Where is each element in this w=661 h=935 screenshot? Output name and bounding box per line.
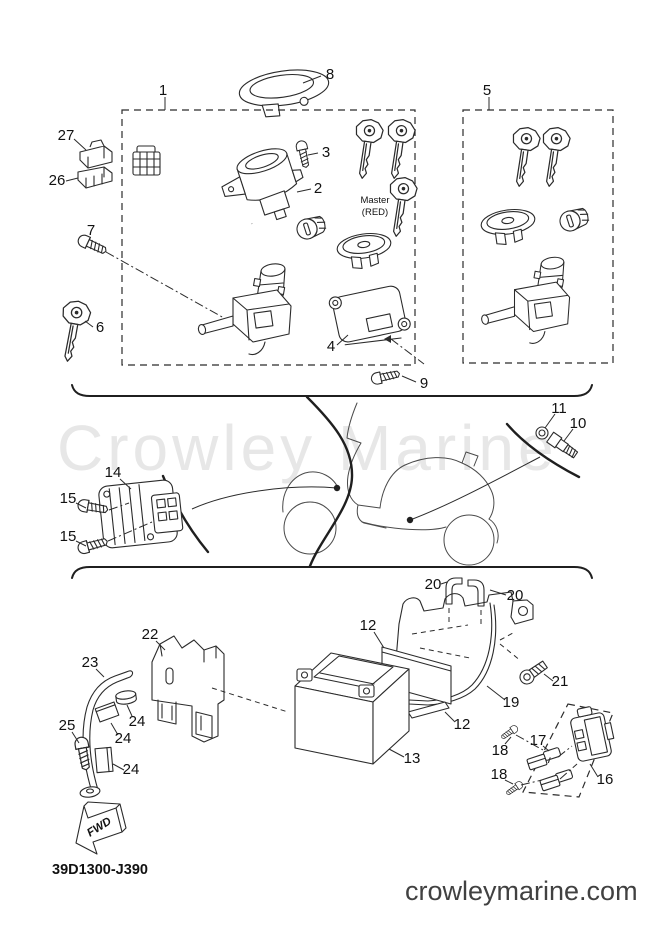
callout-19[interactable]: 19 bbox=[503, 694, 520, 711]
part-21-drawing bbox=[519, 660, 548, 685]
callout-5[interactable]: 5 bbox=[483, 82, 491, 99]
footer-brand-link[interactable]: crowleymarine.com bbox=[405, 876, 638, 906]
part-6-drawing bbox=[53, 298, 93, 365]
callout-9[interactable]: 9 bbox=[420, 375, 428, 392]
part-27-drawing bbox=[79, 139, 113, 169]
part-16-drawing bbox=[570, 706, 615, 762]
steering-lock bbox=[480, 255, 571, 344]
location-dots bbox=[191, 456, 541, 524]
part-10-drawing bbox=[546, 431, 579, 459]
lock-cylinder bbox=[293, 213, 329, 243]
watermark-text: Crowley Marine bbox=[57, 412, 558, 484]
steering-lock bbox=[196, 261, 292, 356]
relay-assembly-box bbox=[522, 703, 614, 798]
callout-15[interactable]: 15 bbox=[60, 490, 77, 507]
callout-18[interactable]: 18 bbox=[492, 742, 509, 759]
master-key bbox=[382, 175, 419, 239]
callout-10[interactable]: 10 bbox=[570, 415, 587, 432]
part-23-drawing bbox=[79, 670, 134, 798]
pointer-arrow-icon bbox=[384, 335, 391, 343]
part-11-drawing bbox=[535, 426, 549, 440]
callout-7[interactable]: 7 bbox=[87, 222, 95, 239]
callout-23[interactable]: 23 bbox=[82, 654, 99, 671]
frame-pointer-curve bbox=[305, 395, 354, 568]
lock-cap bbox=[335, 229, 395, 273]
callout-21[interactable]: 21 bbox=[552, 673, 569, 690]
part-24-drawing bbox=[115, 690, 137, 705]
part-9-drawing bbox=[369, 367, 402, 386]
part-8-drawing bbox=[238, 69, 330, 118]
diagram-code: 39D1300-J390 bbox=[52, 862, 148, 878]
scooter-outline bbox=[282, 402, 499, 566]
callout-20[interactable]: 20 bbox=[507, 587, 524, 604]
callout-14[interactable]: 14 bbox=[105, 464, 122, 481]
part-4-drawing bbox=[328, 285, 411, 346]
callout-22[interactable]: 22 bbox=[142, 626, 159, 643]
lock-cap bbox=[479, 205, 539, 249]
callout-24[interactable]: 24 bbox=[115, 730, 132, 747]
callout-27[interactable]: 27 bbox=[58, 127, 75, 144]
part-17-drawing bbox=[526, 747, 574, 792]
master-key-note-line1: Master bbox=[360, 195, 389, 206]
part-24-drawing bbox=[94, 701, 120, 723]
fwd-arrow-icon: FWD bbox=[75, 801, 127, 855]
callout-20[interactable]: 20 bbox=[425, 576, 442, 593]
callout-15[interactable]: 15 bbox=[60, 528, 77, 545]
part-14-drawing bbox=[98, 479, 184, 549]
upper-group-brace bbox=[71, 384, 593, 397]
callout-13[interactable]: 13 bbox=[404, 750, 421, 767]
part-26-drawing bbox=[77, 166, 113, 189]
spare-key bbox=[505, 125, 542, 189]
ignition-key bbox=[380, 117, 417, 181]
part-24-drawing bbox=[94, 746, 114, 774]
callout-3[interactable]: 3 bbox=[322, 144, 330, 161]
part-20-drawing bbox=[445, 577, 485, 628]
callout-24[interactable]: 24 bbox=[129, 713, 146, 730]
assembly-box-1 bbox=[121, 109, 416, 366]
callout-12[interactable]: 12 bbox=[454, 716, 471, 733]
callout-8[interactable]: 8 bbox=[326, 66, 334, 83]
part-3-drawing bbox=[294, 139, 312, 169]
callout-17[interactable]: 17 bbox=[530, 732, 547, 749]
callout-18[interactable]: 18 bbox=[491, 766, 508, 783]
lock-cylinder bbox=[556, 205, 592, 235]
master-key-note-line2: (RED) bbox=[362, 207, 388, 218]
callout-6[interactable]: 6 bbox=[96, 319, 104, 336]
callout-25[interactable]: 25 bbox=[59, 717, 76, 734]
part-2-drawing bbox=[132, 145, 304, 272]
right-pointer-curve bbox=[505, 422, 581, 479]
spare-key bbox=[535, 125, 572, 189]
ignition-key bbox=[348, 117, 385, 181]
callout-24[interactable]: 24 bbox=[123, 761, 140, 778]
callout-4[interactable]: 4 bbox=[327, 338, 335, 355]
callout-2[interactable]: 2 bbox=[314, 180, 322, 197]
lower-group-brace bbox=[71, 566, 593, 579]
part-15-drawing bbox=[76, 534, 110, 556]
part-22-drawing bbox=[151, 635, 225, 743]
callout-11[interactable]: 11 bbox=[551, 400, 567, 417]
callout-12[interactable]: 12 bbox=[360, 617, 377, 634]
callout-26[interactable]: 26 bbox=[49, 172, 66, 189]
part-18-drawing bbox=[504, 779, 525, 798]
callout-1[interactable]: 1 bbox=[159, 82, 167, 99]
part-13-drawing bbox=[294, 652, 410, 765]
assembly-box-5 bbox=[462, 109, 614, 364]
callout-16[interactable]: 16 bbox=[597, 771, 614, 788]
